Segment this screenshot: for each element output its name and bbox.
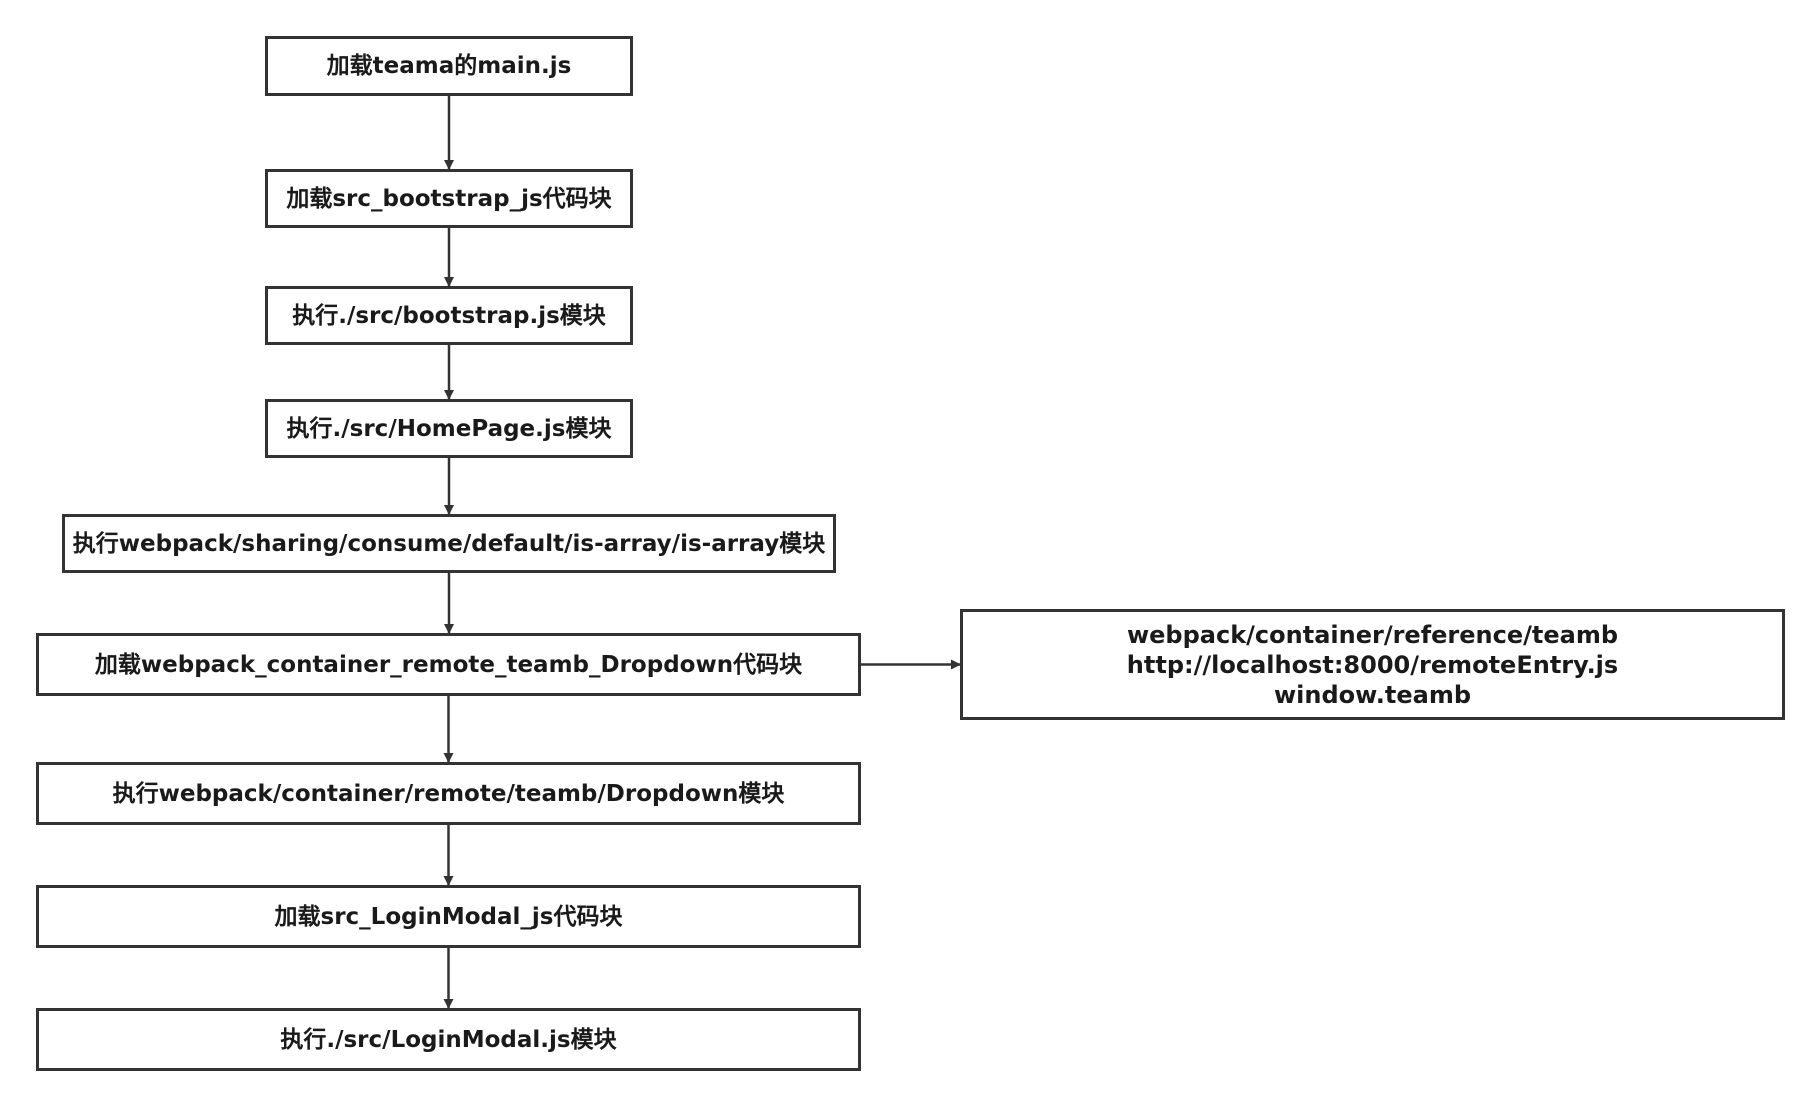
node-load-dropdown-chunk: 加载webpack_container_remote_teamb_Dropdow… — [36, 633, 861, 696]
node-line-remote-entry-url: http://localhost:8000/remoteEntry.js — [1126, 650, 1619, 679]
node-label: 加载teama的main.js — [326, 53, 572, 79]
node-label: 加载src_bootstrap_js代码块 — [286, 185, 612, 212]
node-label: 加载webpack_container_remote_teamb_Dropdow… — [94, 651, 803, 678]
node-label: 执行webpack/sharing/consume/default/is-arr… — [72, 530, 826, 557]
node-label: 加载src_LoginModal_js代码块 — [274, 903, 623, 930]
node-label: 执行./src/HomePage.js模块 — [286, 415, 612, 442]
node-load-teama-main-js: 加载teama的main.js — [265, 36, 633, 96]
node-exec-dropdown-module: 执行webpack/container/remote/teamb/Dropdow… — [36, 762, 861, 825]
node-label: 执行webpack/container/remote/teamb/Dropdow… — [112, 780, 785, 807]
node-load-bootstrap-chunk: 加载src_bootstrap_js代码块 — [265, 169, 633, 228]
node-remote-container-reference: webpack/container/reference/teamb http:/… — [960, 609, 1785, 720]
node-line-reference: webpack/container/reference/teamb — [1126, 620, 1619, 649]
node-exec-homepage-module: 执行./src/HomePage.js模块 — [265, 399, 633, 458]
node-label: 执行./src/bootstrap.js模块 — [292, 302, 606, 329]
node-exec-is-array-module: 执行webpack/sharing/consume/default/is-arr… — [62, 514, 836, 573]
node-exec-loginmodal-module: 执行./src/LoginModal.js模块 — [36, 1008, 861, 1071]
node-exec-bootstrap-module: 执行./src/bootstrap.js模块 — [265, 286, 633, 345]
node-load-loginmodal-chunk: 加载src_LoginModal_js代码块 — [36, 885, 861, 948]
node-label: 执行./src/LoginModal.js模块 — [280, 1026, 617, 1053]
node-line-window-global: window.teamb — [1273, 680, 1472, 709]
